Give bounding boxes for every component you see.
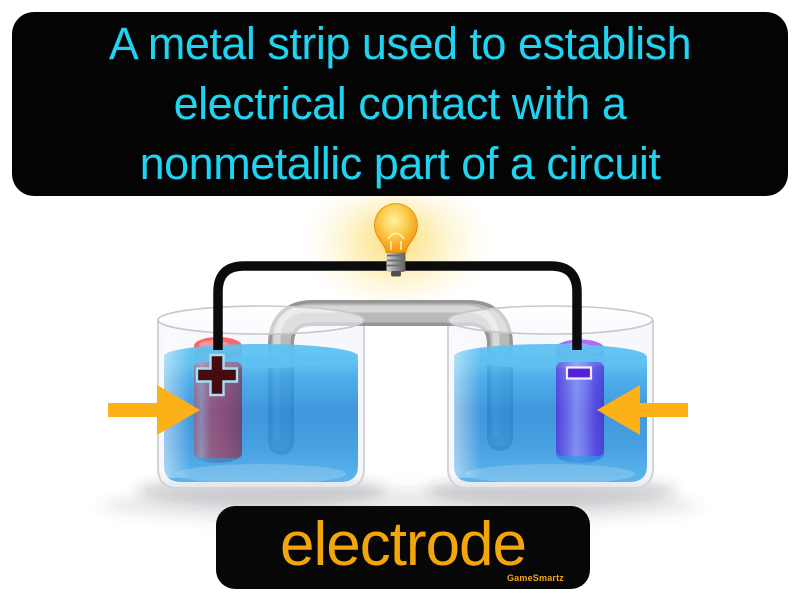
light-bulb-icon (374, 203, 418, 277)
definition-line-2: electrical contact with a (173, 78, 627, 129)
plus-icon (195, 353, 239, 397)
minus-icon (565, 366, 593, 380)
watermark-label: GameSmartz (506, 573, 564, 583)
left-beaker-rim (157, 305, 365, 335)
right-beaker-sheen (453, 330, 481, 478)
right-beaker-rim (447, 305, 654, 335)
negative-electrode-submerged (556, 362, 604, 456)
definition-line-3: nonmetallic part of a circuit (139, 138, 661, 189)
right-arrow-icon (597, 385, 688, 435)
definition-box: A metal strip used to establish electric… (12, 12, 788, 196)
term-label: electrode (279, 509, 527, 579)
left-arrow-icon (108, 385, 200, 435)
term-box: electrode GameSmartz (216, 506, 590, 589)
definition-line-1: A metal strip used to establish (108, 18, 692, 69)
positive-electrode-submerged (194, 362, 242, 458)
